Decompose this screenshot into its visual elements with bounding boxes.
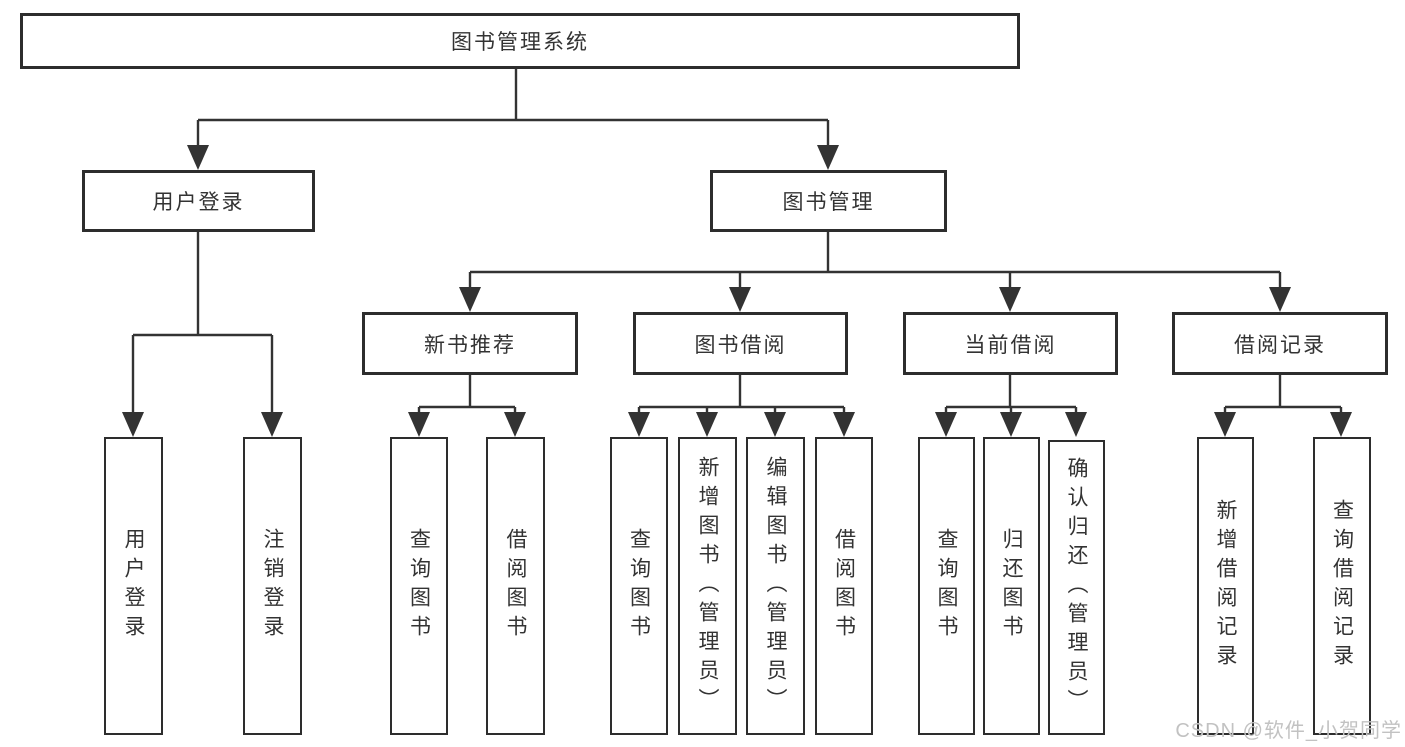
leaf-user-login: 用户登录 — [104, 437, 163, 735]
node-label: 当前借阅 — [964, 333, 1057, 357]
arrowhead — [999, 287, 1021, 312]
arrowhead — [764, 412, 786, 437]
arrowhead — [628, 412, 650, 437]
leaf-current-confirm-return-admin: 确认归还（管理员） — [1048, 440, 1105, 735]
node-label: 借阅图书 — [832, 528, 856, 644]
node-label: 查询图书 — [935, 528, 958, 644]
node-label: 用户登录 — [122, 528, 145, 644]
arrowhead — [187, 145, 209, 170]
node-label: 查询借阅记录 — [1330, 499, 1354, 673]
arrowhead — [504, 412, 526, 437]
leaf-borrow-borrow-book: 借阅图书 — [815, 437, 873, 735]
arrowhead — [1000, 412, 1022, 437]
leaf-current-return-book: 归还图书 — [983, 437, 1040, 735]
leaf-newbook-borrow-book: 借阅图书 — [486, 437, 545, 735]
arrowhead — [696, 412, 718, 437]
node-library-management-system: 图书管理系统 — [20, 13, 1020, 69]
node-label: 查询图书 — [627, 528, 651, 644]
arrowhead — [408, 412, 430, 437]
connector-new-book-to-leaves — [417, 375, 517, 415]
connector-borrow-records-to-leaves — [1223, 375, 1343, 415]
arrowhead — [1330, 412, 1352, 437]
node-label: 注销登录 — [261, 528, 284, 644]
node-label: 确认归还（管理员） — [1065, 457, 1088, 718]
node-label: 图书管理系统 — [451, 31, 589, 54]
leaf-borrow-query-book: 查询图书 — [610, 437, 668, 735]
arrowhead — [817, 145, 839, 170]
arrowhead — [122, 412, 144, 437]
leaf-borrow-edit-book-admin: 编辑图书（管理员） — [746, 437, 805, 735]
arrowhead — [729, 287, 751, 312]
node-user-login: 用户登录 — [82, 170, 315, 232]
arrowhead — [935, 412, 957, 437]
node-new-book-recommendation: 新书推荐 — [362, 312, 578, 375]
node-book-management: 图书管理 — [710, 170, 947, 232]
node-label: 新增图书（管理员） — [696, 455, 719, 717]
arrowhead — [833, 412, 855, 437]
node-label: 编辑图书（管理员） — [764, 455, 787, 717]
connector-user-login-to-leaves — [131, 232, 274, 414]
leaf-logout-login: 注销登录 — [243, 437, 302, 735]
leaf-newbook-query-book: 查询图书 — [390, 437, 448, 735]
connector-book-borrow-to-leaves — [637, 375, 846, 415]
csdn-watermark: CSDN @软件_小贺同学 — [1175, 720, 1402, 742]
leaf-records-add-record: 新增借阅记录 — [1197, 437, 1254, 735]
node-label: 图书管理 — [782, 191, 875, 214]
arrowhead — [261, 412, 283, 437]
node-current-borrowing: 当前借阅 — [903, 312, 1118, 375]
leaf-borrow-add-book-admin: 新增图书（管理员） — [678, 437, 737, 735]
node-borrowing-records: 借阅记录 — [1172, 312, 1388, 375]
connector-current-borrow-to-leaves — [944, 375, 1078, 415]
node-label: 用户登录 — [152, 191, 245, 214]
node-label: 新书推荐 — [424, 333, 516, 357]
leaf-records-query-record: 查询借阅记录 — [1313, 437, 1371, 735]
leaf-current-query-book: 查询图书 — [918, 437, 975, 735]
node-label: 归还图书 — [1000, 528, 1023, 644]
node-label: 查询图书 — [407, 528, 431, 644]
arrowheads — [122, 145, 1352, 437]
arrowhead — [459, 287, 481, 312]
node-label: 新增借阅记录 — [1214, 499, 1237, 673]
arrowhead — [1214, 412, 1236, 437]
node-book-borrowing: 图书借阅 — [633, 312, 848, 375]
node-label: 图书借阅 — [694, 333, 787, 357]
arrowhead — [1065, 412, 1087, 437]
connector-root-to-level2 — [196, 68, 830, 148]
connector-book-mgmt-to-level3 — [468, 232, 1282, 290]
node-label: 借阅记录 — [1234, 333, 1326, 357]
arrowhead — [1269, 287, 1291, 312]
node-label: 借阅图书 — [504, 528, 527, 644]
